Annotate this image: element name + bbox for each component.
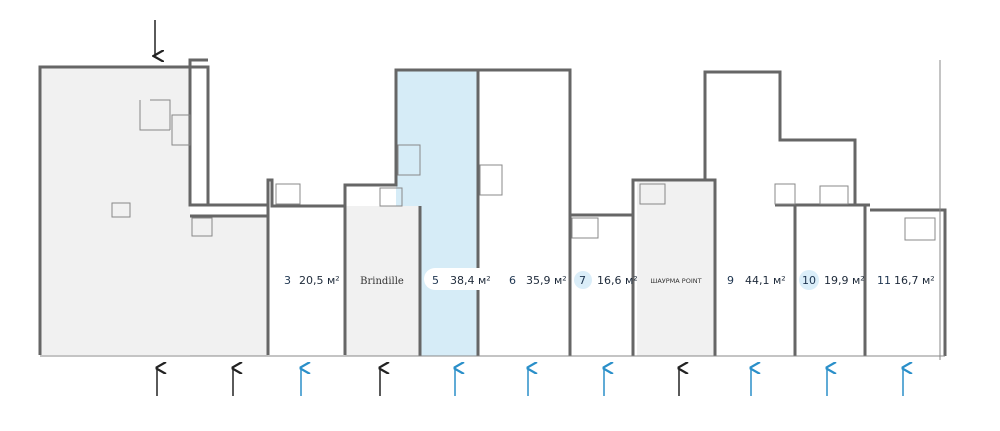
unit-3-number: 3 [284, 274, 291, 287]
unit-6-area: 35,9 м² [526, 274, 567, 287]
unit-9-number: 9 [727, 274, 734, 287]
unit-6-number: 6 [509, 274, 516, 287]
restrooms [171, 114, 936, 241]
unit-11-area: 16,7 м² [894, 274, 935, 287]
unit-7-number: 7 [579, 274, 586, 287]
unit-9-area: 44,1 м² [745, 274, 786, 287]
unit-7-area: 16,6 м² [597, 274, 638, 287]
unit-8[interactable] [637, 180, 715, 356]
unit-5-area: 38,4 м² [450, 274, 491, 287]
unit-3[interactable] [272, 206, 345, 356]
unit-1[interactable] [40, 67, 190, 355]
unit-10-area: 19,9 м² [824, 274, 865, 287]
unit-3-area: 20,5 м² [299, 274, 340, 287]
entrance-arrows [157, 368, 903, 396]
unit-5-number: 5 [432, 274, 439, 287]
walls [38, 58, 947, 360]
unit-2[interactable] [190, 216, 268, 356]
unit-11-number: 11 [877, 274, 891, 287]
unit-5-badge[interactable] [424, 268, 500, 290]
unit-10-number: 10 [802, 274, 816, 287]
unit-8-tenant-logo: ШАУРМА POINT [650, 277, 701, 285]
unit-4[interactable] [345, 206, 420, 356]
unit-4-tenant-logo: Brindille [360, 276, 404, 287]
